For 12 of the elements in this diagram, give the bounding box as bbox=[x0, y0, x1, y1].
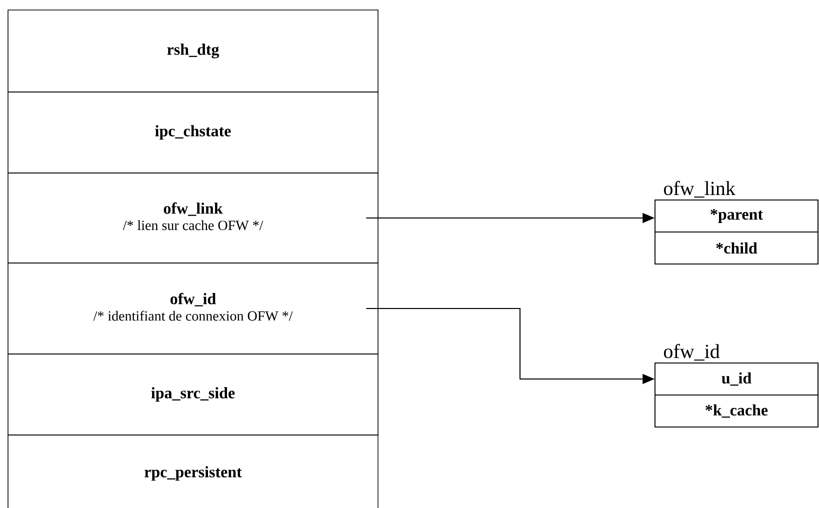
node-label: ofw_link bbox=[664, 180, 736, 198]
field-cell: rsh_dtg bbox=[8, 10, 378, 92]
node-label: ofw_id bbox=[664, 344, 720, 361]
field-row: *k_cache bbox=[654, 394, 818, 428]
field-row: *child bbox=[654, 232, 818, 264]
field-cell: ofw_link /* lien sur cache OFW */ bbox=[8, 172, 378, 264]
field-cell: ipa_src_side bbox=[8, 354, 378, 436]
field-row: u_id bbox=[654, 362, 818, 396]
field-cell: rpc_persistent bbox=[8, 434, 378, 508]
field-cell: ipc_chstate bbox=[8, 92, 378, 174]
field-row: *parent bbox=[654, 200, 818, 232]
field-cell: ofw_id /* identifiant de connexion OFW */ bbox=[8, 262, 378, 354]
